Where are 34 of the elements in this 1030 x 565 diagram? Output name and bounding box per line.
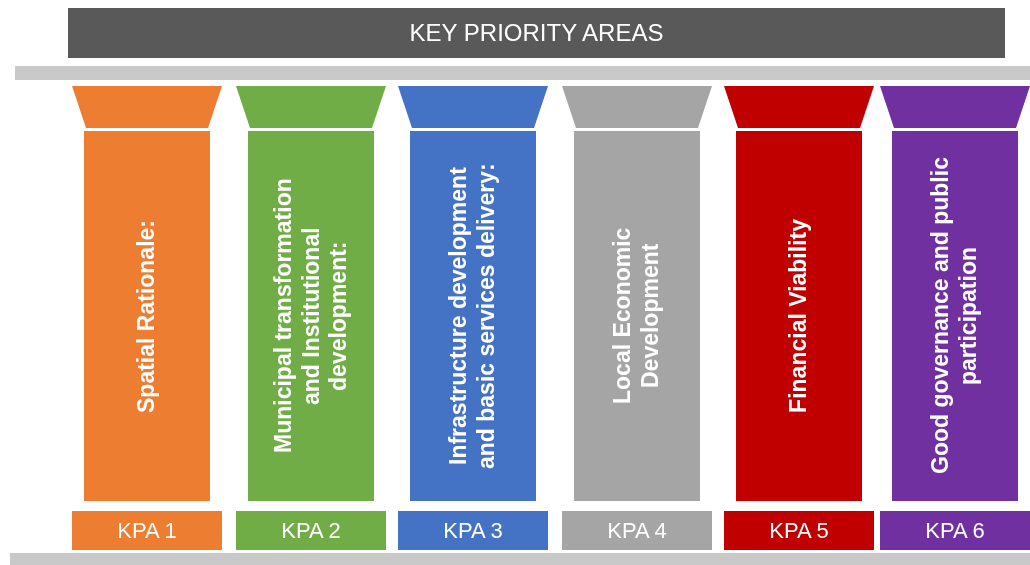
beam	[15, 66, 1030, 80]
pillar-capital	[724, 86, 874, 128]
pillar-capital	[562, 86, 712, 128]
base-label: KPA 3	[443, 517, 503, 544]
pillar-label: Good governance and public participation	[927, 156, 982, 476]
pillar-base	[398, 511, 548, 550]
pillar-capital	[72, 86, 222, 128]
title-bar	[68, 8, 1005, 58]
pillar-label: Municipal transformation and Institutional development:	[269, 177, 352, 456]
pillar-label: Local Economic Development	[609, 226, 664, 407]
pillar-capital	[398, 86, 548, 128]
base-label: KPA 5	[769, 517, 829, 544]
pillar-shaft	[84, 131, 210, 501]
base-label: KPA 6	[925, 517, 985, 544]
pillar-shaft	[736, 131, 862, 501]
pillar-label: Infrastructure development and basic services delivery:	[445, 162, 500, 471]
pillar-base	[72, 511, 222, 550]
base-label: KPA 1	[117, 517, 177, 544]
title-text: KEY PRIORITY AREAS	[409, 19, 664, 47]
pillar-capital	[236, 86, 386, 128]
floor-bar	[10, 553, 1030, 565]
pillar-base	[236, 511, 386, 550]
pillar-base	[562, 511, 712, 550]
pillar-label: Spatial Rationale:	[133, 219, 161, 413]
base-label: KPA 2	[281, 517, 341, 544]
pillar-shaft	[410, 131, 536, 501]
pillar-base	[724, 511, 874, 550]
pillar-base	[880, 511, 1030, 550]
pillar-capital	[880, 86, 1030, 128]
pillar-label: Financial Viability	[785, 219, 813, 413]
pillar-shaft	[574, 131, 700, 501]
pillar-shaft	[248, 131, 374, 501]
base-label: KPA 4	[607, 517, 667, 544]
pillar-shaft	[892, 131, 1018, 501]
